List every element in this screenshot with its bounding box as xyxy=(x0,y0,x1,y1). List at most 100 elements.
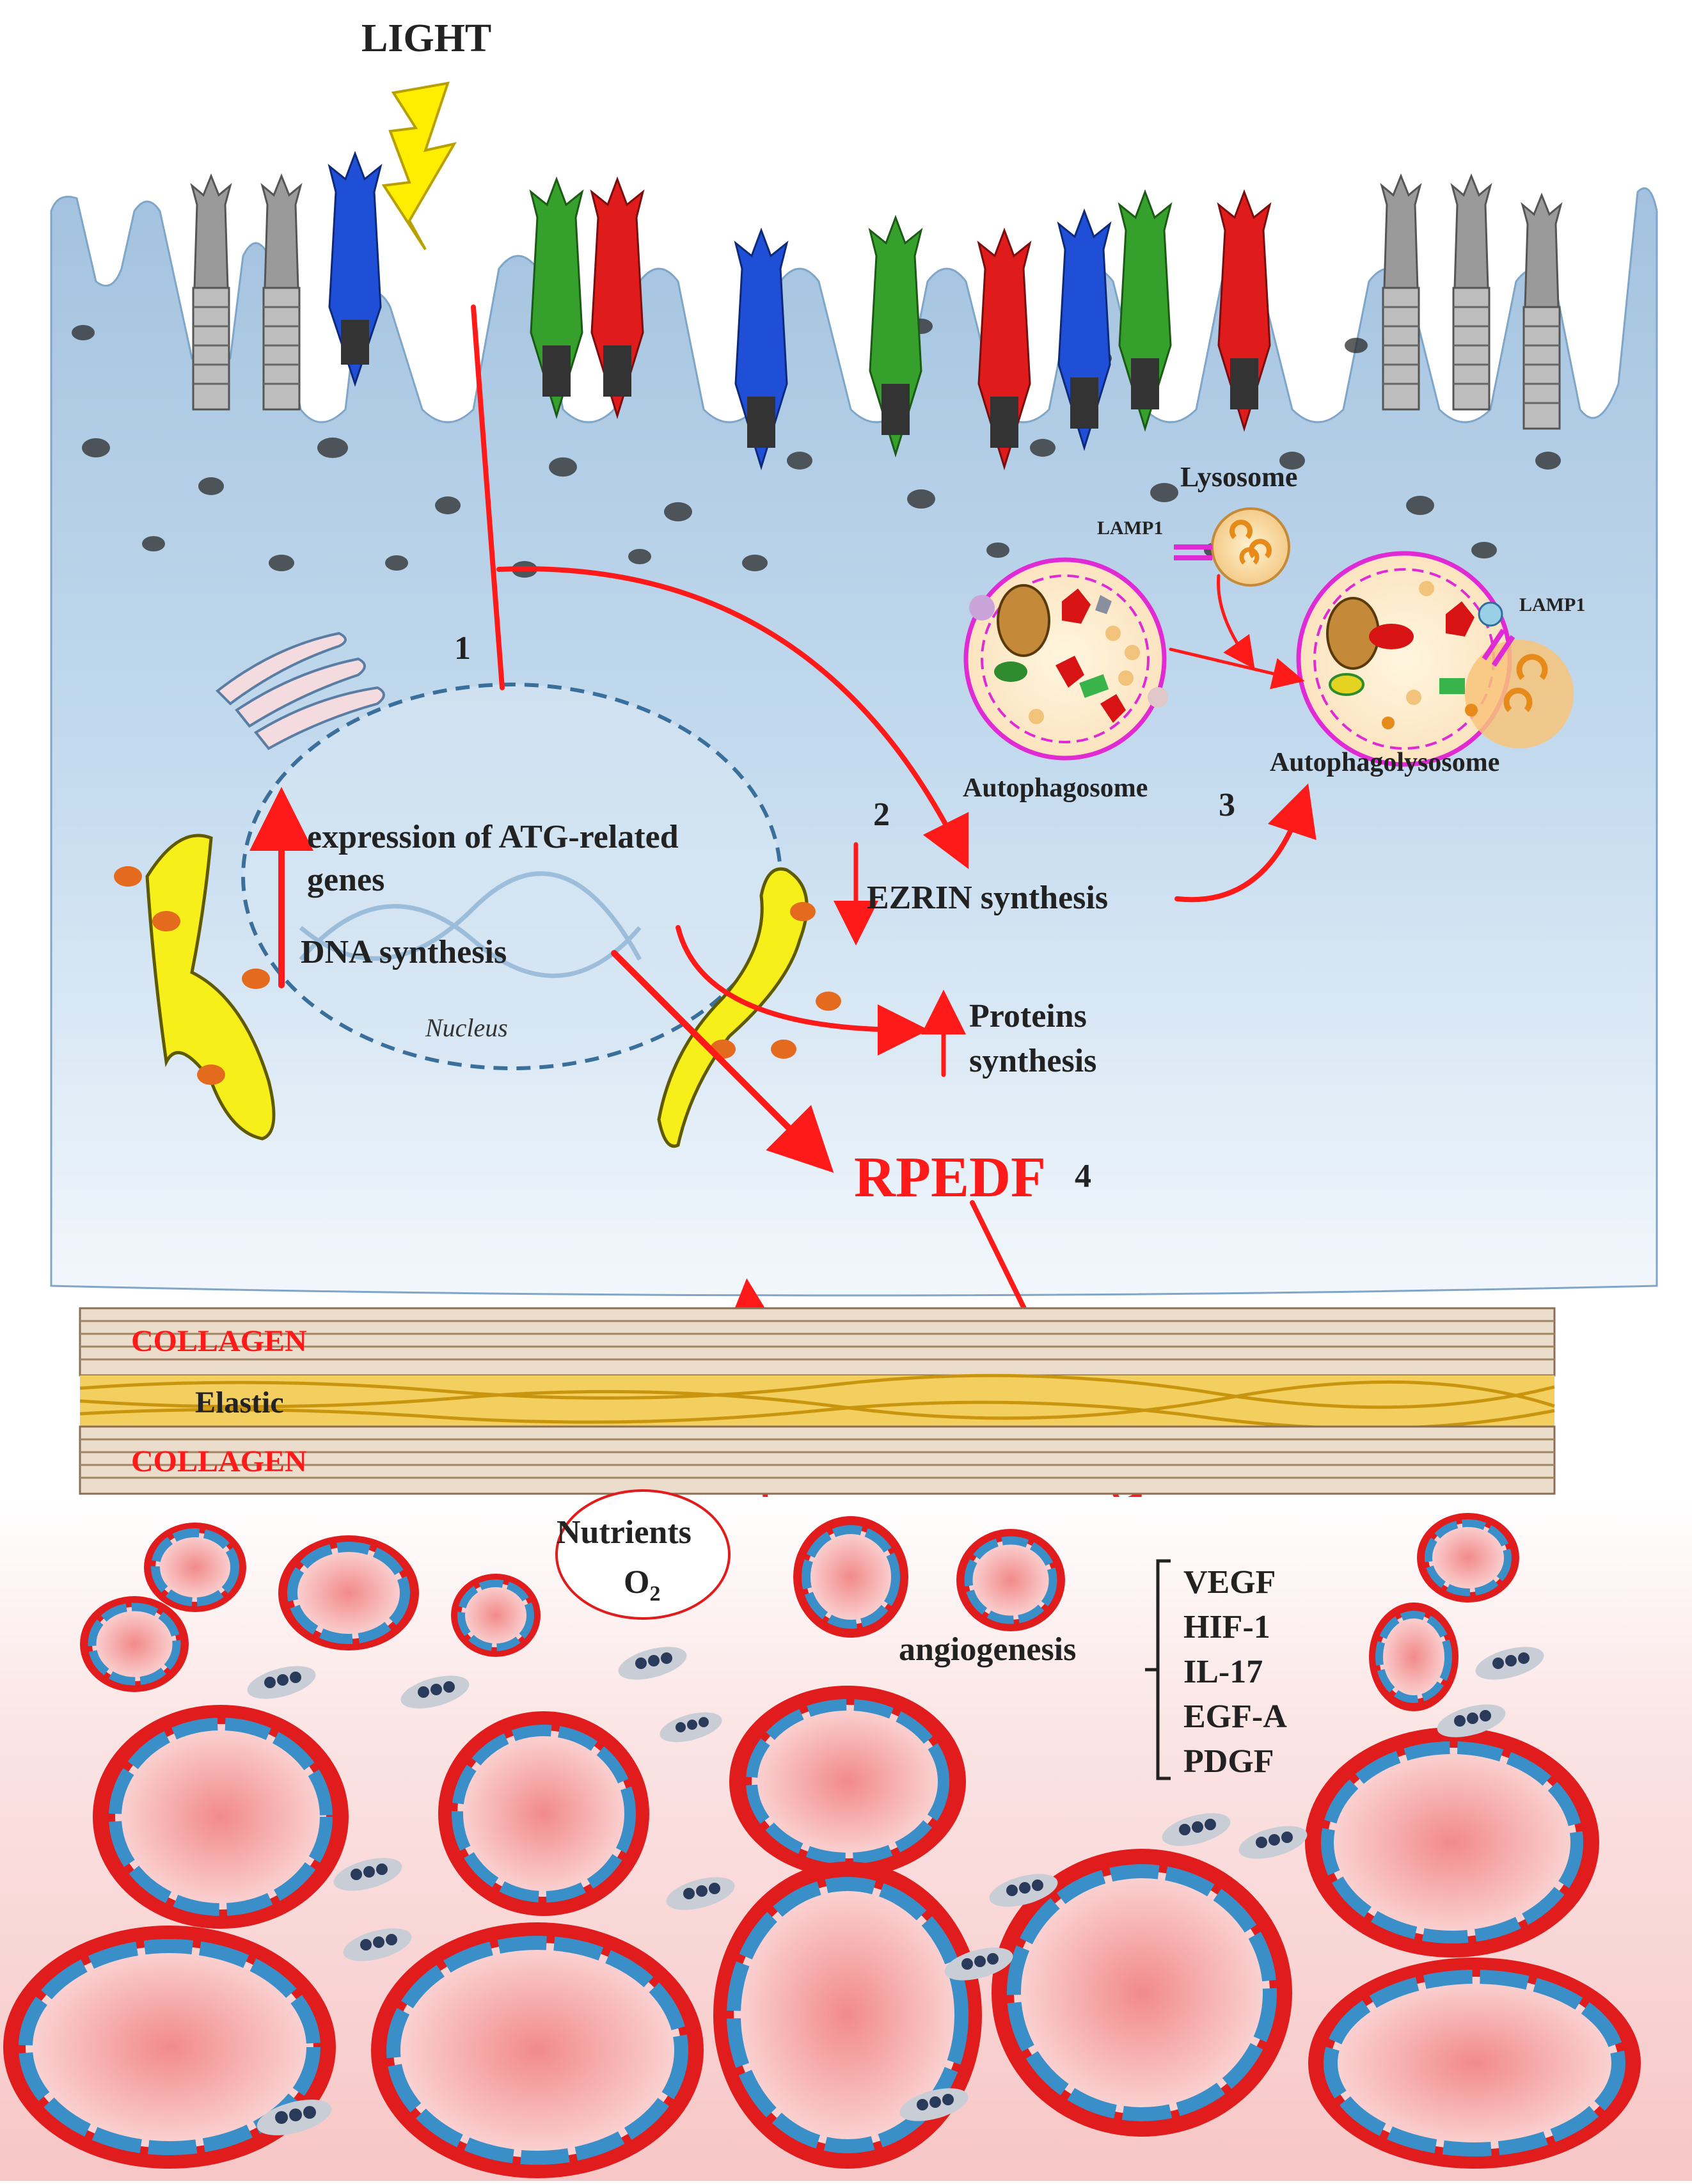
ezrin-label: EZRIN synthesis xyxy=(867,880,1108,916)
cone-photoreceptor-icon xyxy=(328,150,383,387)
factor-hif1: HIF-1 xyxy=(1183,1609,1270,1645)
blood-cells xyxy=(247,1647,1544,2135)
blood-vessel-icon xyxy=(713,1862,982,2169)
blood-vessel-icon xyxy=(1308,1958,1641,2169)
photoreceptors xyxy=(190,150,1563,471)
collagen-top-label: COLLAGEN xyxy=(131,1324,307,1358)
red-blood-cell-icon xyxy=(618,1647,687,1680)
autophagolysosome-label: Autophagolysosome xyxy=(1270,748,1499,777)
factor-vegf: VEGF xyxy=(1183,1564,1276,1601)
red-blood-cell-icon xyxy=(660,1712,722,1743)
blood-vessel-icon xyxy=(793,1516,908,1638)
lamp1-receptor-right xyxy=(1482,628,1515,667)
blood-vessel-icon xyxy=(956,1529,1065,1631)
atg-label-line1: expression of ATG-related xyxy=(307,819,679,855)
lamp1-label-right: LAMP1 xyxy=(1519,594,1585,615)
blood-vessel-icon xyxy=(144,1523,246,1612)
cone-photoreceptor-icon xyxy=(1118,189,1173,432)
blood-vessel-icon xyxy=(93,1705,349,1929)
collagen-bottom-label: COLLAGEN xyxy=(131,1444,307,1478)
blood-vessel-icon xyxy=(3,1926,336,2169)
red-blood-cell-icon xyxy=(343,1928,412,1961)
rod-photoreceptor-icon xyxy=(190,173,232,411)
lightning-icon xyxy=(381,81,457,251)
angiogenesis-label: angiogenesis xyxy=(899,1631,1076,1668)
red-blood-cell-icon xyxy=(944,1947,1013,1981)
red-blood-cell-icon xyxy=(1437,1704,1506,1737)
fused-lysosome xyxy=(1465,640,1574,748)
arrow-ezrin-to-autophagolysosome xyxy=(1174,783,1316,903)
cone-photoreceptor-icon xyxy=(977,227,1032,471)
mitochondrion-icon xyxy=(657,867,809,1148)
autophagosome-label: Autophagosome xyxy=(963,773,1148,803)
light-signal-line xyxy=(471,305,505,690)
rod-photoreceptor-icon xyxy=(1380,173,1422,411)
step-3-label: 3 xyxy=(1219,787,1235,823)
autophagolysosome-cargo xyxy=(1326,581,1548,729)
cone-photoreceptor-icon xyxy=(868,214,923,458)
blood-vessel-icon xyxy=(371,1922,704,2178)
red-blood-cell-icon xyxy=(1238,1826,1308,1859)
atg-label-line2: genes xyxy=(307,862,384,898)
autophagosome-cargo xyxy=(969,584,1168,724)
cone-photoreceptor-icon xyxy=(1217,189,1272,432)
blood-vessel-icon xyxy=(992,1849,1292,2137)
red-blood-cell-icon xyxy=(666,1877,735,1910)
red-blood-cell-icon xyxy=(247,1666,316,1699)
dna-helix-icon xyxy=(299,871,642,978)
red-blood-cell-icon xyxy=(989,1874,1058,1907)
nucleus-label: Nucleus xyxy=(425,1013,508,1042)
red-blood-cell-icon xyxy=(257,2100,332,2135)
rpedf-label: RPEDF xyxy=(854,1146,1046,1209)
cone-photoreceptor-icon xyxy=(1057,208,1112,452)
bruchs-membrane xyxy=(79,1307,1556,1495)
blood-vessel-icon xyxy=(729,1686,966,1878)
oxygen-symbol: O xyxy=(624,1564,649,1601)
red-blood-cell-icon xyxy=(1162,1813,1231,1846)
mitochondria-granules xyxy=(114,866,270,1085)
red-blood-cell-icon xyxy=(1475,1647,1544,1680)
oxygen-label: O2 xyxy=(624,1564,660,1606)
red-blood-cell-icon xyxy=(899,2088,969,2121)
choroidal-vessels xyxy=(3,1513,1641,2178)
nutrients-bubble xyxy=(555,1489,731,1620)
step-2-label: 2 xyxy=(873,796,890,833)
cone-photoreceptor-icon xyxy=(529,176,584,420)
arrow-to-ezrin xyxy=(496,566,969,869)
rod-photoreceptor-icon xyxy=(1521,192,1563,430)
lysosome-enzymes xyxy=(1229,519,1272,565)
factor-egfa: EGF-A xyxy=(1183,1698,1287,1735)
blood-vessel-icon xyxy=(1369,1602,1459,1711)
arrow-lysosome-to-autophagolysosome xyxy=(1217,574,1255,670)
blood-vessel-icon xyxy=(278,1535,419,1650)
elastic-label: Elastic xyxy=(195,1386,284,1420)
factors-bracket xyxy=(1145,1559,1171,1780)
blood-vessel-icon xyxy=(1417,1513,1519,1602)
cone-photoreceptor-icon xyxy=(734,227,789,471)
blood-vessel-icon xyxy=(438,1711,649,1916)
lysosome-label: Lysosome xyxy=(1180,461,1297,493)
rod-photoreceptor-icon xyxy=(1450,173,1492,411)
mitochondrion-icon xyxy=(145,834,276,1141)
arrow-to-rpedf xyxy=(611,950,834,1173)
proteins-label-line2: synthesis xyxy=(969,1043,1096,1079)
cone-photoreceptor-icon xyxy=(590,176,645,420)
light-label: LIGHT xyxy=(361,17,491,60)
oxygen-subscript: 2 xyxy=(649,1582,660,1606)
factor-il17: IL-17 xyxy=(1183,1654,1263,1690)
dna-synthesis-label: DNA synthesis xyxy=(301,934,507,970)
collagen-layer-bottom xyxy=(79,1425,1556,1495)
lamp1-label-left: LAMP1 xyxy=(1097,518,1163,539)
step-1-label: 1 xyxy=(454,630,471,667)
nutrients-label: Nutrients xyxy=(557,1514,692,1551)
blood-vessel-icon xyxy=(451,1574,541,1657)
arrow-to-proteins xyxy=(676,925,929,1056)
blood-vessel-icon xyxy=(80,1596,189,1692)
step-4-label: 4 xyxy=(1075,1158,1091,1194)
factor-pdgf: PDGF xyxy=(1183,1743,1274,1780)
autophagosome-inner-membrane xyxy=(981,574,1150,743)
blood-vessel-icon xyxy=(1305,1727,1599,1958)
golgi-icon xyxy=(215,631,385,750)
